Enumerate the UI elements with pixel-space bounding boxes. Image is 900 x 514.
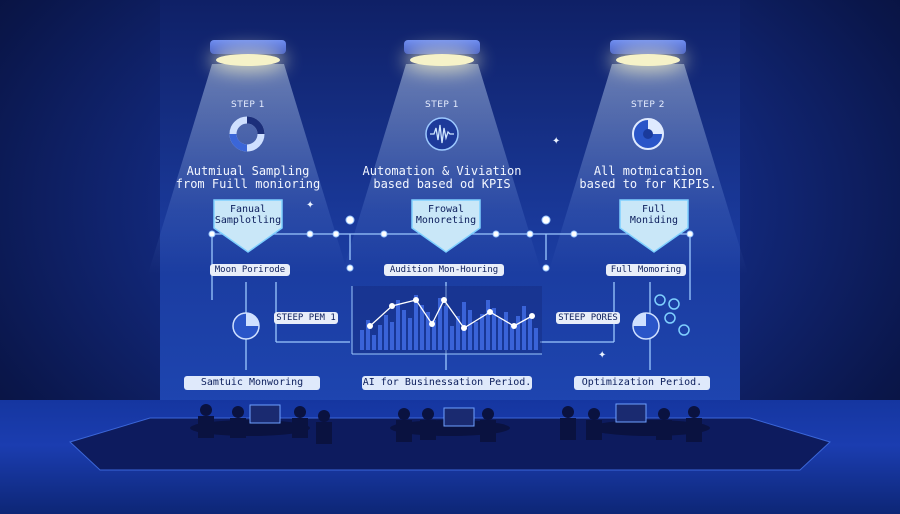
shield-3: Full Moniding bbox=[618, 198, 690, 254]
caption-1-line-2: from Fuill monioring bbox=[175, 177, 321, 191]
side-label-left: STEEP PEM 1 bbox=[274, 312, 338, 324]
conference-area bbox=[69, 403, 831, 471]
ceiling-lamp-1 bbox=[210, 40, 286, 68]
caption-3-line-1: All motmication bbox=[593, 164, 703, 178]
side-label-right: STEEP PORES bbox=[556, 312, 620, 324]
step-label-1: STEP 1 bbox=[231, 100, 265, 110]
waveform-icon bbox=[425, 117, 459, 151]
sparkle-icon: ✦ bbox=[598, 350, 607, 361]
ceiling-lamp-2 bbox=[404, 40, 480, 68]
shield-3-line-2: Moniding bbox=[629, 215, 679, 226]
right-pie-icon bbox=[632, 294, 690, 340]
step-label-2: STEP 1 bbox=[425, 100, 459, 110]
pill-1: Moon Porirode bbox=[210, 264, 290, 276]
caption-2: Automation & Viviation based based od KP… bbox=[332, 165, 552, 191]
step-label-3: STEP 2 bbox=[631, 100, 665, 110]
caption-1: Autmiual Sampling from Fuill monioring bbox=[138, 165, 358, 191]
shield-3-text: Full Moniding bbox=[618, 204, 690, 226]
shield-3-line-1: Full bbox=[641, 204, 667, 215]
caption-3: All motmication based to for KIPIS. bbox=[538, 165, 758, 191]
shield-1: Fanual Samplotling bbox=[212, 198, 284, 254]
bottom-label-3: Optimization Period. bbox=[574, 376, 710, 390]
pill-2: Audition Mon-Houring bbox=[384, 264, 504, 276]
caption-3-line-2: based to for KIPIS. bbox=[579, 177, 717, 191]
caption-1-line-1: Autmiual Sampling bbox=[186, 164, 310, 178]
caption-2-line-2: based based od KPIS bbox=[373, 177, 511, 191]
shield-1-text: Fanual Samplotling bbox=[212, 204, 284, 226]
ceiling-lamp-3 bbox=[610, 40, 686, 68]
pill-3: Full Momoring bbox=[606, 264, 686, 276]
shield-2: Frowal Monoreting bbox=[410, 198, 482, 254]
mini-chart bbox=[351, 286, 542, 355]
shield-2-line-2: Monoreting bbox=[415, 215, 477, 226]
sparkle-icon: ✦ bbox=[306, 200, 315, 211]
bottom-label-1: Samtuic Monworing bbox=[184, 376, 320, 390]
shield-2-line-1: Frowal bbox=[427, 204, 465, 215]
caption-2-line-1: Automation & Viviation bbox=[362, 164, 522, 178]
left-pie-icon bbox=[232, 312, 260, 340]
donut-chart-icon bbox=[229, 116, 265, 152]
gauge-icon bbox=[632, 118, 664, 150]
shield-1-line-2: Samplotling bbox=[214, 215, 282, 226]
bottom-label-2: AI for Businessation Period. bbox=[362, 376, 532, 390]
shield-1-line-1: Fanual bbox=[229, 204, 267, 215]
sparkle-icon: ✦ bbox=[552, 136, 561, 147]
shield-2-text: Frowal Monoreting bbox=[410, 204, 482, 226]
